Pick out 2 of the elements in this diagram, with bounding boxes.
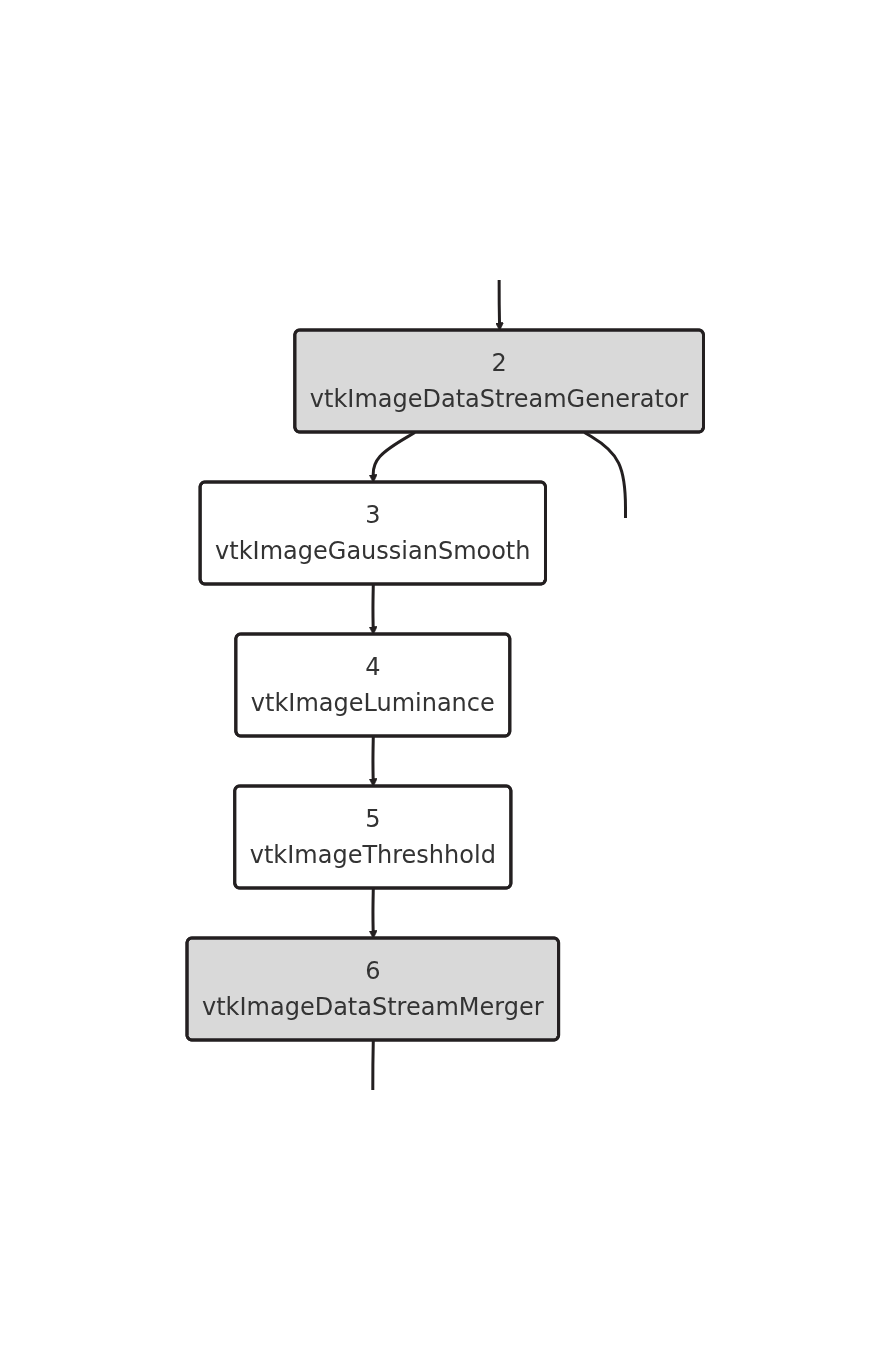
arrow — [495, 280, 505, 331]
connector-line — [371, 1040, 376, 1090]
